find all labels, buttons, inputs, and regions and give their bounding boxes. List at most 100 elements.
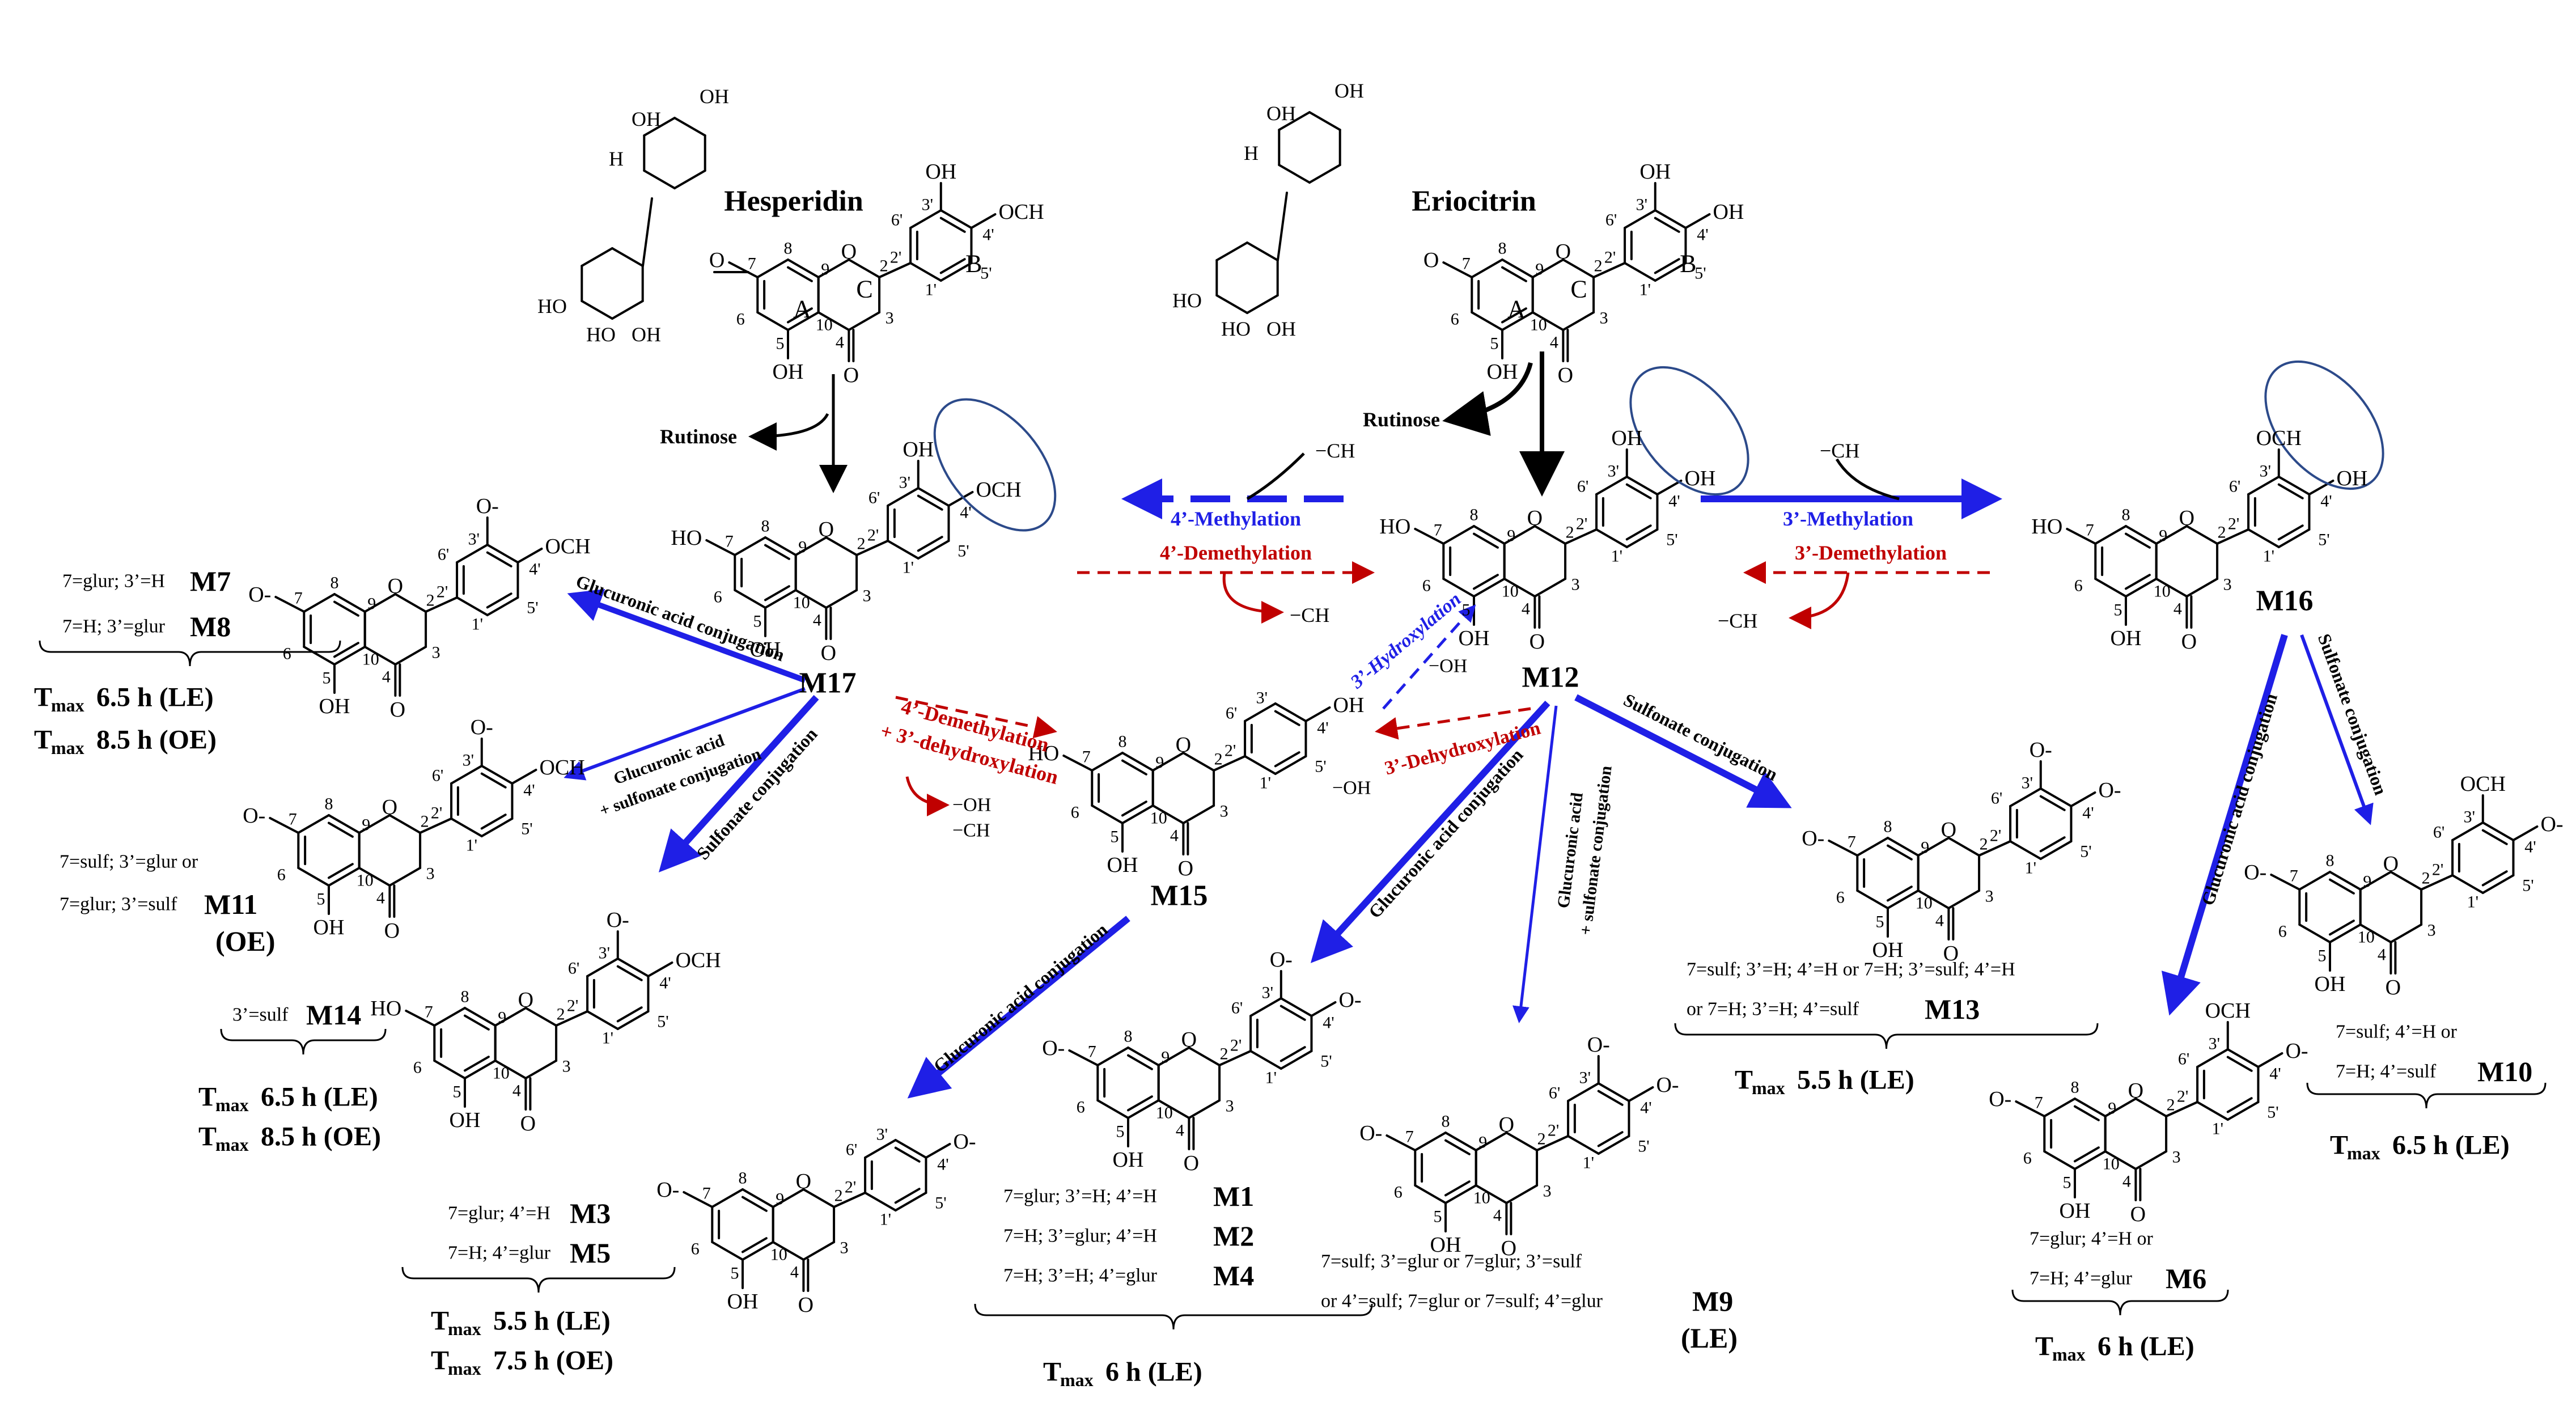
position-number: 6' bbox=[568, 959, 579, 978]
ring-a-bond bbox=[333, 593, 366, 613]
tmax-m9: (LE) bbox=[1681, 1322, 1738, 1354]
position-number: 6' bbox=[2229, 477, 2240, 496]
position-number: 4' bbox=[2320, 492, 2332, 511]
ring-b-bond bbox=[2481, 821, 2515, 841]
ring-a-bond bbox=[464, 1014, 490, 1031]
position-number: 3 bbox=[562, 1057, 571, 1076]
ring-b-bond bbox=[1597, 1135, 1630, 1155]
c7-bond bbox=[705, 539, 736, 556]
tmax-m14-le-sub: max bbox=[215, 1095, 249, 1115]
ring-c-bond bbox=[1531, 311, 1565, 331]
position-number: 4 bbox=[2174, 600, 2182, 618]
tmax-m13-sub: max bbox=[1752, 1078, 1785, 1098]
compound-m16: M16 bbox=[2256, 585, 2313, 617]
hydroxyl-5: OH bbox=[727, 1290, 759, 1314]
hydroxyl-5: OH bbox=[1487, 360, 1518, 384]
ring-a-bond bbox=[1887, 837, 1920, 857]
ring-b-bond bbox=[887, 487, 920, 507]
ring-a-bond bbox=[1091, 752, 1124, 772]
position-number: 5' bbox=[527, 599, 538, 617]
ring-b-bond bbox=[1625, 528, 1659, 548]
position-number: 5' bbox=[957, 542, 969, 561]
c2-b-bond bbox=[878, 262, 912, 278]
hesperidin-sugar1-bond bbox=[581, 300, 613, 320]
b4-bond bbox=[1656, 480, 1683, 495]
ring-a-bond bbox=[756, 311, 789, 331]
ring-a-bond bbox=[328, 821, 354, 838]
methyl-label: −CH bbox=[1290, 604, 1329, 626]
position-number: 1' bbox=[880, 1210, 891, 1229]
tmax-m3-oe-t: T bbox=[431, 1346, 449, 1376]
tmax-m11: (OE) bbox=[215, 925, 276, 957]
substituent-4prime: OCH bbox=[976, 478, 1021, 502]
position-number: 10 bbox=[1502, 582, 1519, 601]
position-number: 9 bbox=[362, 816, 370, 834]
ring-a-bond bbox=[787, 259, 820, 278]
hydroxyl-5: OH bbox=[750, 638, 781, 662]
hydroxyl-5: OH bbox=[319, 694, 350, 718]
position-number: 7 bbox=[2086, 521, 2094, 540]
ring-b-bond bbox=[939, 262, 973, 282]
position-number: 6' bbox=[1231, 999, 1243, 1018]
eriocitrin-ho: HO bbox=[1221, 317, 1251, 340]
ring-label-b: B bbox=[1680, 250, 1696, 278]
ring-c-bond bbox=[1562, 311, 1595, 331]
position-number: 2 bbox=[834, 1187, 843, 1205]
eriocitrin-oh: OH bbox=[1334, 79, 1364, 102]
ring-c-bond bbox=[363, 646, 397, 666]
ring-label-c: C bbox=[856, 276, 872, 303]
compound-m7: M7 bbox=[190, 565, 231, 597]
position-number: 4 bbox=[512, 1082, 521, 1100]
tmax-m7-oe-t: T bbox=[34, 725, 52, 755]
tmax-m1-sub: max bbox=[1060, 1370, 1094, 1390]
c2-b-bond bbox=[1213, 755, 1247, 772]
carbonyl-oxygen: O bbox=[1178, 857, 1193, 880]
ring-b-bond bbox=[917, 540, 950, 560]
ring-a-bond bbox=[764, 589, 797, 609]
ring-b-bond bbox=[1624, 209, 1656, 229]
substituent-3prime: OCH bbox=[2256, 426, 2302, 450]
position-number: 7 bbox=[702, 1184, 711, 1203]
substituent-3prime: OCH bbox=[2205, 999, 2251, 1023]
ring-b-bond bbox=[1624, 262, 1656, 282]
ring-b-bond bbox=[894, 1139, 927, 1159]
position-number: 8 bbox=[1884, 817, 1892, 836]
ring-a-bond bbox=[1856, 889, 1889, 909]
tmax-m13-t: T bbox=[1735, 1065, 1753, 1095]
methyl-curve bbox=[1835, 458, 1900, 501]
position-number: 1' bbox=[2467, 893, 2478, 912]
ring-a-bond bbox=[333, 642, 359, 658]
ring-b-bond bbox=[1244, 755, 1277, 775]
position-number: 4' bbox=[1317, 719, 1328, 738]
ring-b-bond bbox=[864, 1192, 897, 1211]
substituent-7: HO bbox=[2031, 515, 2062, 539]
position-number: 4' bbox=[2082, 804, 2094, 823]
m17-to-m11-arrow bbox=[564, 687, 806, 781]
ring-b-bond bbox=[456, 596, 489, 616]
c2-b-bond bbox=[1218, 1050, 1252, 1066]
ring-oxygen: O bbox=[1499, 1113, 1514, 1137]
position-number: 4 bbox=[1935, 912, 1944, 930]
c2-b-bond bbox=[1592, 262, 1626, 278]
ring-c-bond bbox=[394, 593, 427, 613]
ring-b-bond bbox=[586, 958, 619, 977]
ring-a-bond bbox=[1444, 1139, 1471, 1155]
position-number: 7 bbox=[725, 532, 734, 551]
substituent-7: O bbox=[1423, 248, 1439, 272]
ring-a-bond bbox=[1887, 886, 1913, 902]
compound-m8: M8 bbox=[190, 611, 231, 642]
methyl-label: −CH bbox=[952, 820, 990, 841]
rutinose-release-arrow bbox=[748, 413, 829, 451]
carbonyl-oxygen: O bbox=[1184, 1151, 1199, 1175]
ring-a-bond bbox=[756, 259, 789, 278]
b4-bond bbox=[647, 961, 673, 977]
position-number: 5' bbox=[657, 1012, 668, 1031]
position-number: 8 bbox=[2071, 1078, 2079, 1097]
ring-c-bond bbox=[494, 1060, 527, 1079]
ring-a-bond bbox=[1856, 837, 1889, 857]
position-number: 3' bbox=[876, 1125, 888, 1144]
ring-a-bond bbox=[1473, 578, 1506, 598]
position-number: 10 bbox=[793, 594, 810, 612]
tmax-m14-le: 6.5 h (LE) bbox=[261, 1082, 378, 1112]
